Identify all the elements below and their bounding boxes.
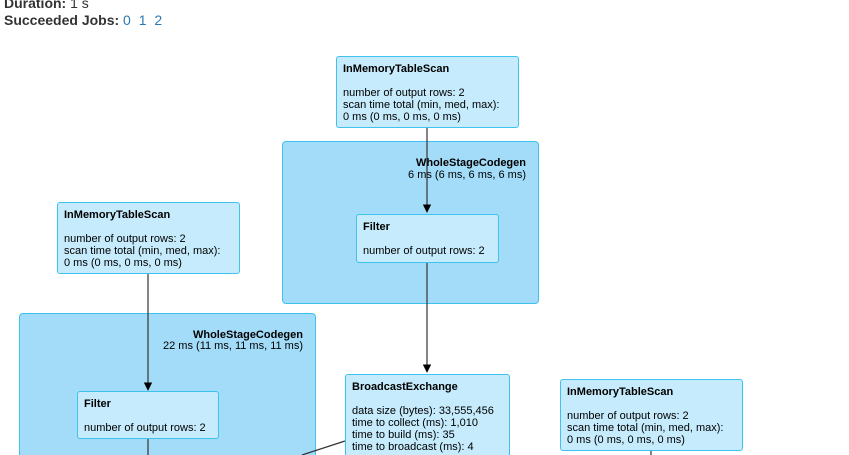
job-link-1[interactable]: 1	[138, 12, 147, 28]
inmemory-table-scan-node-left[interactable]: InMemoryTableScan number of output rows:…	[57, 202, 240, 274]
node-metric-line: scan time total (min, med, max):	[343, 99, 500, 111]
node-metric-line: scan time total (min, med, max):	[64, 245, 221, 257]
duration-label: Duration:	[4, 0, 67, 11]
job-link-2[interactable]: 2	[154, 12, 163, 28]
node-title: Filter	[363, 221, 390, 233]
node-title: InMemoryTableScan	[567, 386, 674, 398]
cluster-duration-metric: 22 ms (11 ms, 11 ms, 11 ms)	[163, 340, 303, 352]
node-metric-line: time to broadcast (ms): 4	[352, 441, 474, 453]
cluster-title: WholeStageCodegen	[192, 329, 303, 341]
node-title: InMemoryTableScan	[343, 63, 450, 75]
duration-row: Duration: 1 s	[4, 0, 89, 11]
node-metric-line: scan time total (min, med, max):	[567, 422, 724, 434]
cluster-title: WholeStageCodegen	[415, 157, 526, 169]
succeeded-jobs-label: Succeeded Jobs:	[4, 12, 120, 28]
node-metric-line: data size (bytes): 33,555,456	[352, 405, 494, 417]
node-metric-line: number of output rows: 2	[64, 233, 186, 245]
node-metric-line: number of output rows: 2	[363, 245, 485, 257]
inmemory-table-scan-node-right[interactable]: InMemoryTableScan number of output rows:…	[560, 379, 743, 451]
node-title: Filter	[84, 398, 111, 410]
node-metric-line: time to build (ms): 35	[352, 429, 455, 441]
whole-stage-codegen-cluster-left[interactable]: WholeStageCodegen 22 ms (11 ms, 11 ms, 1…	[19, 313, 316, 455]
broadcast-exchange-node[interactable]: BroadcastExchange data size (bytes): 33,…	[345, 374, 510, 455]
node-metric-line: number of output rows: 2	[84, 422, 206, 434]
filter-node-left[interactable]: Filter number of output rows: 2	[77, 391, 219, 439]
node-metric-line: 0 ms (0 ms, 0 ms, 0 ms)	[567, 434, 685, 446]
node-metric-line: time to collect (ms): 1,010	[352, 417, 478, 429]
node-title: InMemoryTableScan	[64, 209, 171, 221]
filter-node-top[interactable]: Filter number of output rows: 2	[356, 214, 499, 263]
node-title: BroadcastExchange	[352, 381, 458, 393]
duration-value: 1 s	[70, 0, 89, 11]
cluster-duration-metric: 6 ms (6 ms, 6 ms, 6 ms)	[408, 169, 526, 181]
inmemory-table-scan-node-top[interactable]: InMemoryTableScan number of output rows:…	[336, 56, 519, 128]
node-metric-line: 0 ms (0 ms, 0 ms, 0 ms)	[343, 111, 461, 123]
succeeded-jobs-row: Succeeded Jobs: 0 1 2	[4, 12, 162, 28]
node-metric-line: number of output rows: 2	[567, 410, 689, 422]
job-link-0[interactable]: 0	[123, 12, 131, 28]
node-metric-line: number of output rows: 2	[343, 87, 465, 99]
node-metric-line: 0 ms (0 ms, 0 ms, 0 ms)	[64, 257, 182, 269]
